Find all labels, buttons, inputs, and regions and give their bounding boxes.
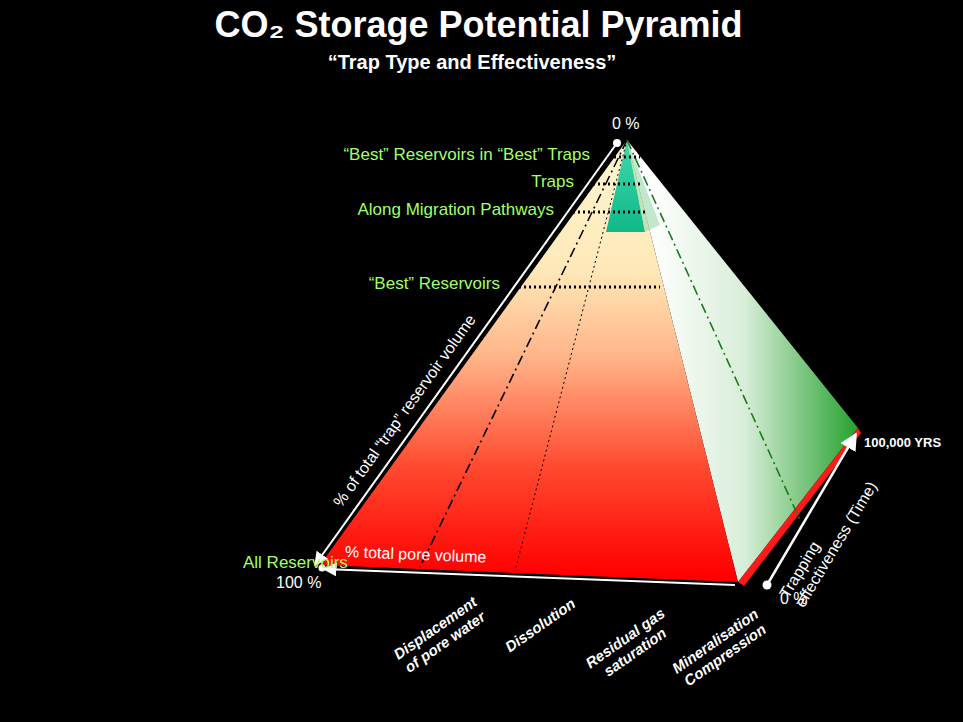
pyramid-front-face — [320, 140, 738, 582]
axis-value: 100 % — [276, 574, 321, 592]
level-label: All Reservoirs — [243, 553, 348, 573]
level-label: Traps — [531, 172, 574, 192]
volume-axis — [315, 143, 617, 565]
apex-side — [627, 140, 660, 232]
mechanism-label: Displacement of pore water — [386, 590, 494, 680]
axis-value: 0 % — [612, 115, 640, 133]
level-label: Along Migration Pathways — [357, 200, 554, 220]
axis-value: 100,000 YRS — [864, 436, 941, 451]
mechanism-label: Mineralisation Compression — [662, 600, 778, 696]
level-line — [558, 211, 645, 214]
axis-dot — [613, 139, 621, 147]
axis-dot — [763, 581, 772, 590]
subtitle: “Trap Type and Effectiveness” — [328, 51, 617, 74]
level-line — [504, 286, 660, 289]
mechanism-label: Dissolution — [502, 595, 579, 656]
pore-volume-axis — [324, 569, 735, 585]
mechanism-label: Residual gas saturation — [579, 602, 681, 688]
level-line — [594, 156, 640, 159]
level-label: “Best” Reservoirs in “Best” Traps — [343, 145, 590, 165]
level-label: “Best” Reservoirs — [369, 274, 500, 294]
green-dash-dot-line — [627, 140, 800, 520]
slide-title: CO₂ Storage Potential Pyramid — [0, 4, 960, 45]
